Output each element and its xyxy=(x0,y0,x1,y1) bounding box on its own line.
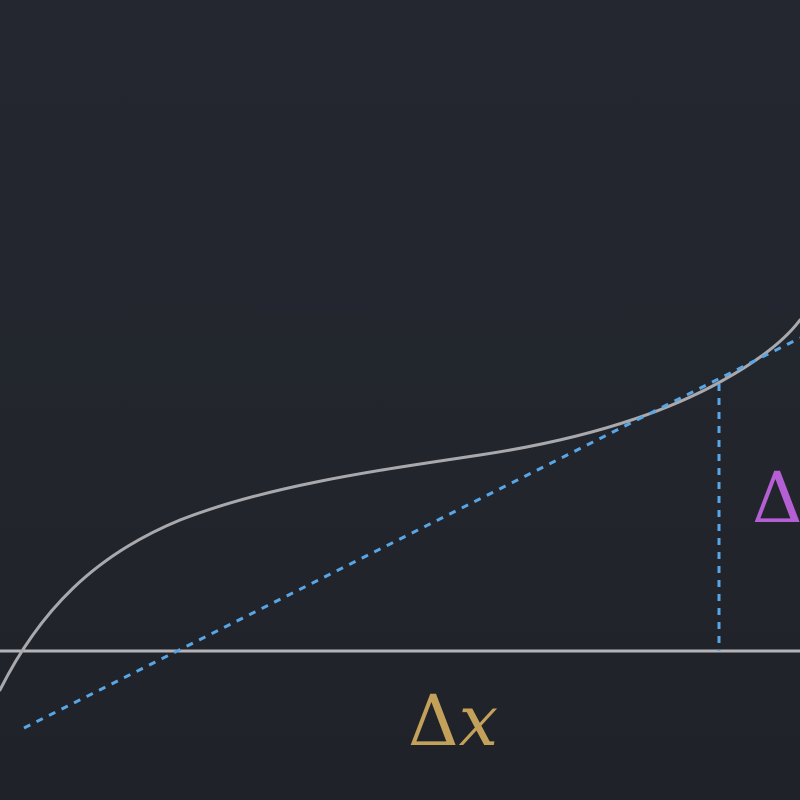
delta-x-symbol: Δ xyxy=(408,680,459,762)
delta-y-symbol: Δ xyxy=(752,457,800,539)
delta-x-variable: x xyxy=(459,680,498,762)
delta-y-label: Δ xyxy=(752,457,800,539)
secant-line xyxy=(23,336,800,730)
delta-x-label: Δx xyxy=(408,680,498,762)
function-curve xyxy=(0,318,800,692)
